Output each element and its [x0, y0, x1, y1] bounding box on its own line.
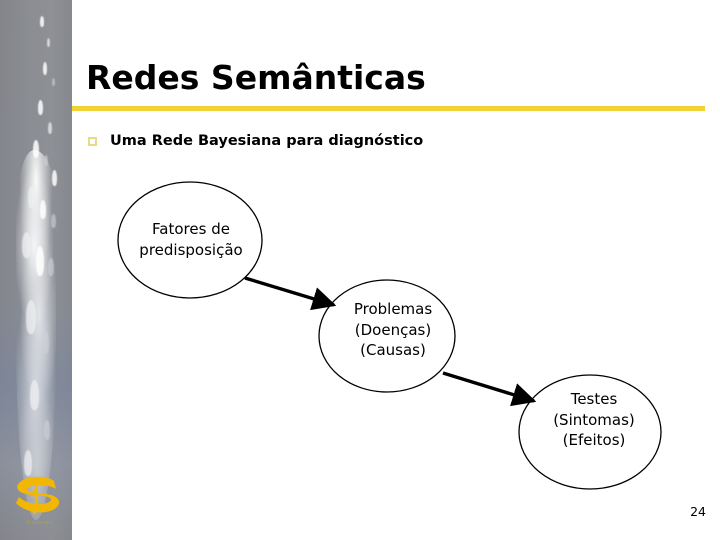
spray-streak: [40, 16, 44, 27]
node-label-line: (Efeitos): [562, 431, 626, 450]
node-label-line: predisposição: [139, 240, 243, 259]
slide-title: Redes Semânticas: [86, 58, 426, 97]
decorative-sidebar: Sistemas: [0, 0, 72, 540]
spray-streak: [52, 78, 55, 86]
diagram-node-label-testes: Testes (Sintomas) (Efeitos): [508, 389, 680, 451]
spray-streak: [26, 300, 36, 334]
diagram-edge-problemas-to-testes: [442, 371, 537, 407]
bullet-item-label: Uma Rede Bayesiana para diagnóstico: [110, 133, 424, 149]
title-underline-rule: [72, 106, 705, 111]
spray-streak: [51, 214, 56, 228]
diagram-edge-fatores-to-problemas: [244, 276, 337, 311]
diagram-node-label-problemas: Problemas (Doenças) (Causas): [313, 299, 473, 361]
diagram-node-fatores: [117, 181, 263, 299]
spray-streak: [44, 155, 48, 166]
spray-streak: [28, 186, 35, 208]
company-logo-icon: [16, 476, 60, 515]
spray-streak: [48, 122, 52, 134]
spray-streak: [36, 246, 44, 276]
spray-streak: [24, 450, 32, 476]
logo-caption: Sistemas: [26, 520, 52, 526]
node-label-line: Testes: [570, 390, 618, 408]
node-label-line: Problemas: [353, 300, 433, 318]
spray-streak: [44, 420, 50, 440]
diagram-node-label-fatores: Fatores de predisposição: [106, 219, 276, 260]
spray-streak: [30, 380, 39, 410]
page-number: 24: [690, 504, 706, 519]
diagram-node-testes: [518, 374, 662, 490]
spray-streak: [52, 170, 57, 186]
spray-streak: [33, 140, 39, 158]
node-label-line: (Sintomas): [553, 410, 635, 429]
waterfall-plume-graphic: [16, 150, 56, 520]
spray-streak: [42, 330, 49, 354]
spray-streak: [40, 200, 46, 219]
spray-streak: [43, 62, 47, 75]
spray-streak: [22, 232, 31, 258]
spray-streak: [38, 100, 43, 115]
spray-streak: [48, 258, 54, 276]
diagram-node-problemas: [318, 279, 456, 393]
node-label-line: Fatores de: [152, 220, 230, 238]
square-bullet-icon: [88, 136, 97, 146]
bullet-item: Uma Rede Bayesiana para diagnóstico: [88, 133, 423, 149]
spray-streak: [47, 38, 50, 47]
node-label-line: (Causas): [360, 341, 426, 360]
node-label-line: (Doenças): [354, 320, 432, 339]
